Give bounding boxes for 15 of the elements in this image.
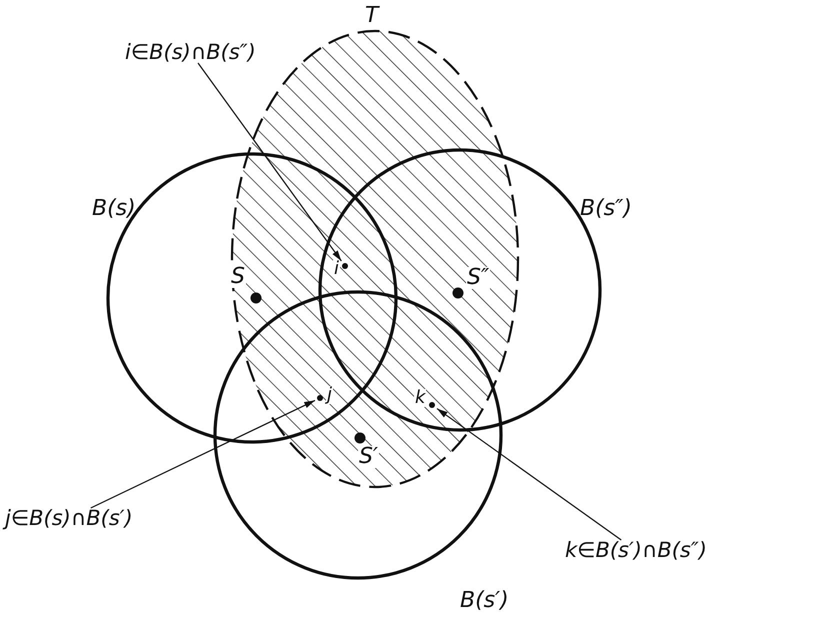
leader-line (90, 400, 316, 509)
membership-label: j∈B(s)∩B(s′) (5, 506, 133, 530)
point-label: j (326, 386, 334, 404)
point-label: S″ (466, 267, 490, 289)
set-label: B(s) (92, 198, 136, 220)
set-label: B(s′) (460, 590, 509, 612)
point-label: S (230, 266, 246, 288)
point-label: k (414, 389, 426, 407)
membership-label: i∈B(s)∩B(s″) (125, 40, 256, 64)
membership-label: k∈B(s′)∩B(s″) (565, 538, 707, 562)
leader-line (198, 62, 342, 262)
point-label: i (333, 260, 340, 278)
point-label: S′ (358, 446, 379, 468)
leader-line (436, 408, 622, 540)
set-label: B(s″) (580, 198, 632, 220)
